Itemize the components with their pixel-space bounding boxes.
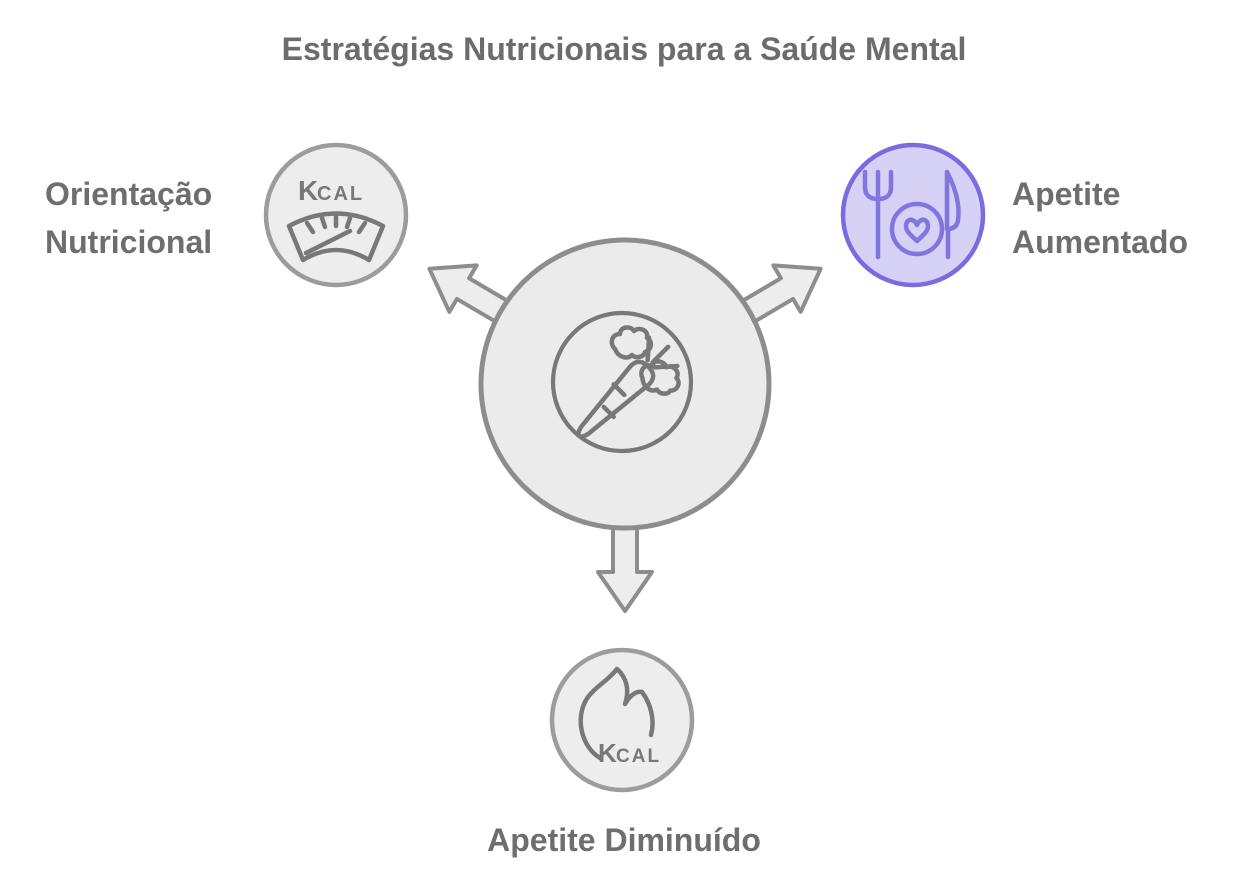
kcal-label-cal: CAL: [317, 183, 364, 205]
center-node-circle: [478, 237, 772, 531]
scale-needle: [303, 228, 353, 256]
knife-icon: [944, 169, 961, 260]
node-apetite-diminuido: K CAL Apetite Diminuído: [487, 647, 761, 858]
heart-icon: [903, 217, 931, 244]
calorie-flame-icon: K CAL: [578, 666, 661, 768]
node-apetite-aumentado: Apetite Aumentado: [840, 142, 1188, 288]
kcal-label-k: K: [298, 175, 318, 206]
orientacao-label-line2: Nutricional: [45, 224, 212, 260]
apetite-aumentado-node-circle: [840, 142, 986, 288]
plate-icon: [889, 201, 945, 257]
kcal-label-cal: CAL: [616, 746, 661, 767]
broccoli-floret-icon: [639, 359, 681, 396]
apetite-diminuido-label: Apetite Diminuído: [487, 822, 761, 858]
meal-plate-heart-icon: [862, 169, 961, 260]
calorie-scale-icon: K CAL: [286, 175, 386, 263]
vegetables-plate-icon: [550, 310, 694, 454]
orientacao-label-line1: Orientação: [45, 176, 212, 212]
page-title: Estratégias Nutricionais para a Saúde Me…: [282, 31, 967, 67]
center-node: [478, 237, 772, 531]
apetite-aumentado-label-line2: Aumentado: [1012, 224, 1188, 260]
kcal-label-k: K: [598, 738, 617, 768]
fork-icon: [862, 169, 894, 260]
broccoli-floret-icon: [609, 325, 654, 360]
flame-icon: [578, 666, 655, 761]
apetite-aumentado-label-line1: Apetite: [1012, 176, 1120, 212]
apetite-diminuido-node-circle: [549, 647, 695, 793]
node-orientacao-nutricional: K CAL Orientação Nutricional: [45, 142, 409, 288]
